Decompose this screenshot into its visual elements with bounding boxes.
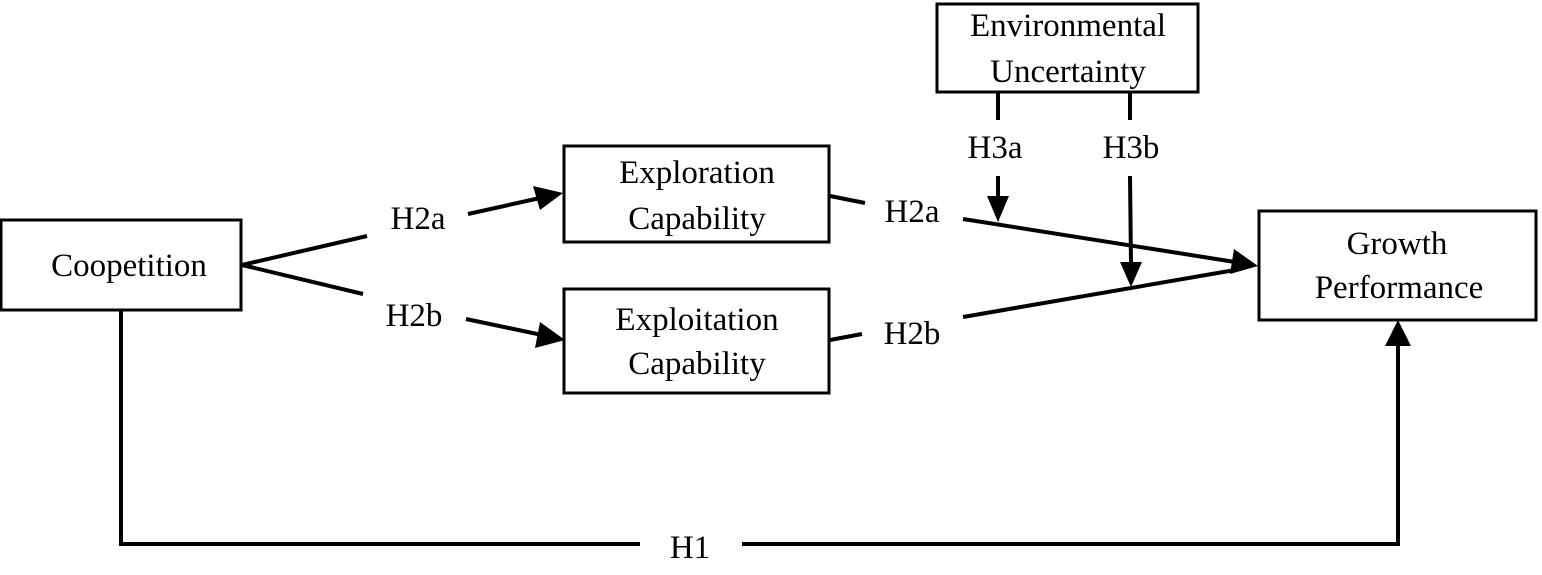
node-exploitation-line2: Capability [628, 346, 766, 382]
edge-label-h2b-right: H2b [884, 316, 941, 352]
node-growth-performance: Growth Performance [1257, 209, 1538, 322]
edge-coopetition-to-exploration [241, 186, 563, 267]
edge-label-h3a: H3a [968, 130, 1023, 166]
edge-coopetition-to-exploitation [241, 263, 565, 348]
node-coopetition: Coopetition [0, 218, 243, 312]
edge-exploration-to-growth [829, 194, 1258, 274]
node-exploitation-line1: Exploitation [615, 302, 778, 338]
node-coopetition-label: Coopetition [51, 248, 207, 284]
node-environment-line2: Uncertainty [990, 54, 1146, 90]
node-exploitation-capability: Exploitation Capability [562, 287, 831, 395]
edge-exploitation-to-growth [829, 268, 1236, 342]
edge-label-h2a-left: H2a [391, 201, 446, 237]
node-exploration-capability: Exploration Capability [562, 144, 831, 244]
node-exploration-line1: Exploration [619, 155, 775, 191]
edge-environment-moderates-h3b [1120, 92, 1142, 287]
node-growth-line1: Growth [1347, 226, 1448, 262]
node-environment-line1: Environmental [970, 8, 1166, 44]
edge-label-h2a-right: H2a [885, 194, 940, 230]
node-environmental-uncertainty: Environmental Uncertainty [935, 2, 1200, 94]
edge-coopetition-to-growth [119, 310, 1411, 546]
edge-label-h3b: H3b [1103, 130, 1160, 166]
edge-environment-moderates-h3a [987, 92, 1009, 222]
edge-label-h2b-left: H2b [386, 298, 443, 334]
node-growth-line2: Performance [1315, 270, 1484, 306]
edge-label-h1: H1 [670, 530, 710, 566]
node-exploration-line2: Capability [628, 201, 766, 237]
